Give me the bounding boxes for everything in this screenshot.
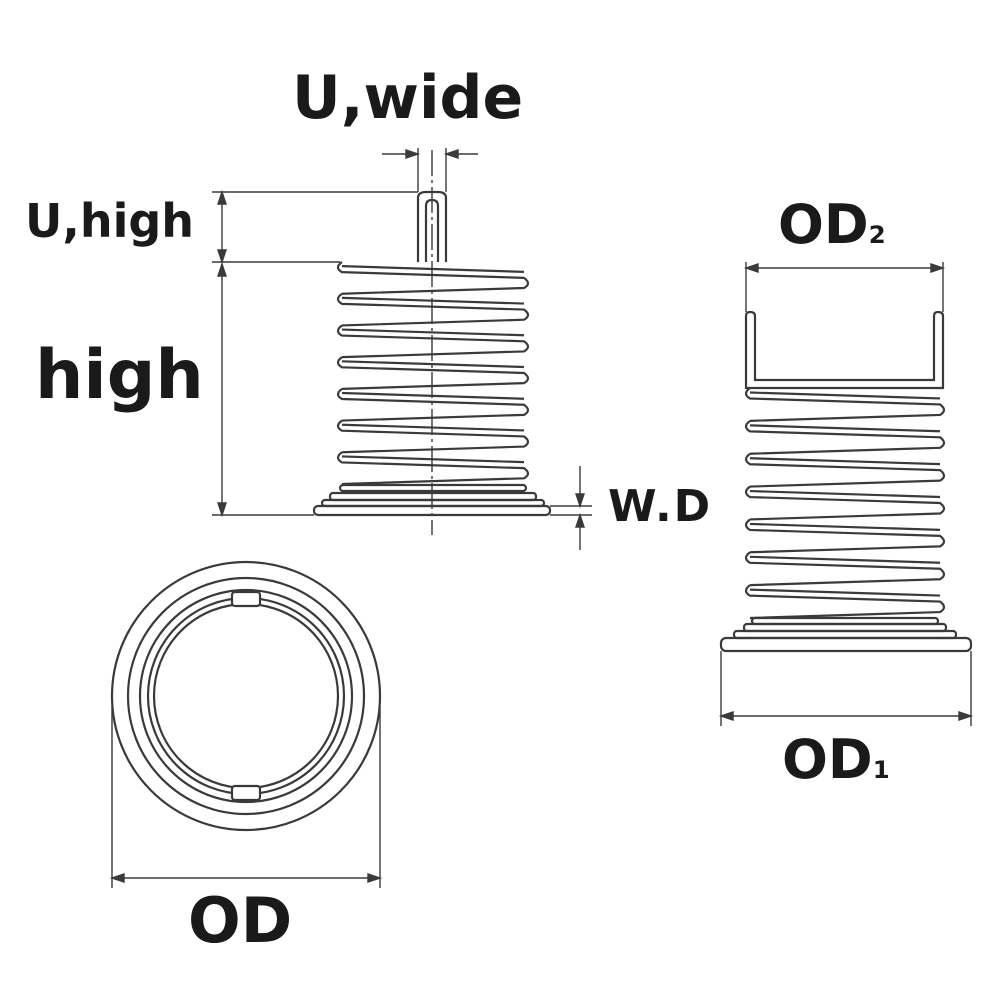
u-high-label: U,high xyxy=(25,194,195,248)
high-label: high xyxy=(35,336,204,415)
od1-subscript: 1 xyxy=(872,755,890,785)
wire-diameter-label: W.D xyxy=(608,481,713,532)
coil-turn xyxy=(336,292,530,327)
right-spring-coils xyxy=(744,387,946,620)
right-spring-dimensions xyxy=(718,262,974,726)
coil-turn xyxy=(336,356,530,390)
coil-turn xyxy=(744,387,946,422)
coil-turn-inner xyxy=(341,455,525,464)
u-wide-label: U,wide xyxy=(292,63,524,133)
coil-turn-inner xyxy=(749,424,941,433)
coil-turn-inner xyxy=(341,423,525,432)
od1-main: OD xyxy=(782,728,873,791)
coil-turn xyxy=(336,387,530,422)
coil-turn xyxy=(744,419,946,455)
od2-subscript: 2 xyxy=(868,220,886,250)
coil-turn xyxy=(336,419,530,454)
top-view-dimension xyxy=(109,706,383,888)
coil-turn xyxy=(336,451,530,486)
od1-label: OD1 xyxy=(782,733,890,787)
coil-turn-inner xyxy=(749,555,941,564)
coil-turn-inner xyxy=(749,391,941,400)
coil-turn xyxy=(744,485,946,521)
coil-turn-inner xyxy=(749,457,941,466)
coil-turn xyxy=(744,452,946,488)
coil-turn xyxy=(336,324,530,359)
coil-turn-inner xyxy=(341,296,525,305)
coil-turn-inner xyxy=(749,588,941,597)
u-bracket xyxy=(744,310,945,390)
coil-turn-inner xyxy=(749,489,941,499)
left-spring-side-view xyxy=(312,190,552,517)
od-label: OD xyxy=(188,884,293,957)
right-spring-base xyxy=(719,616,973,653)
left-spring-dimensions xyxy=(212,148,592,550)
coil-turn-inner xyxy=(341,391,525,400)
od2-label: OD2 xyxy=(778,198,886,252)
coil-turn-inner xyxy=(341,360,525,369)
top-view-rings xyxy=(110,560,382,832)
coil-turn xyxy=(744,584,946,620)
right-spring-side-view xyxy=(719,310,973,653)
coil-turn xyxy=(336,261,530,295)
od2-main: OD xyxy=(778,193,869,256)
coil-turn-inner xyxy=(749,522,941,531)
coil-turn xyxy=(744,518,946,554)
coil-turn xyxy=(744,551,946,587)
coil-turn-inner xyxy=(341,328,525,337)
coil-turn-inner xyxy=(341,265,525,273)
left-spring-coils xyxy=(336,261,530,486)
